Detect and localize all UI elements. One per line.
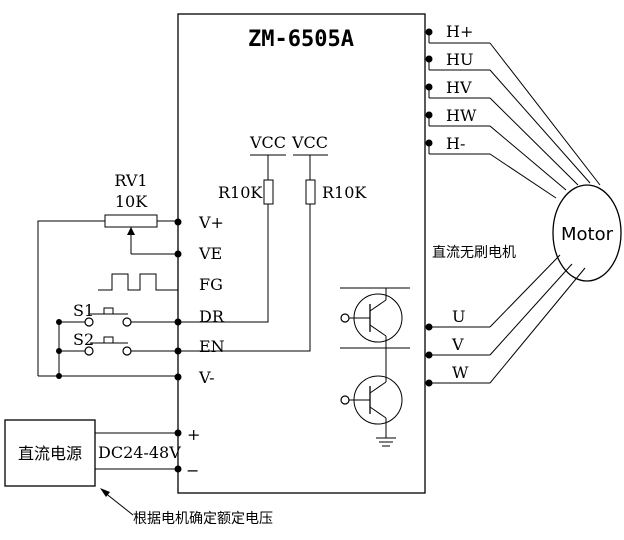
switch-s1: S1 <box>56 301 178 327</box>
fg-waveform <box>98 273 178 291</box>
motor-circle <box>552 184 622 282</box>
motor-label: Motor <box>561 224 614 245</box>
power-supply-box <box>4 419 96 487</box>
vcc-label-2: VCC <box>291 133 328 152</box>
phase-pin-group: U V W <box>425 254 586 387</box>
switch-s2: S2 <box>56 330 178 356</box>
transistor-bottom <box>340 348 403 447</box>
pot-value: 10K <box>115 192 148 211</box>
pin-label-hplus: H+ <box>446 22 473 41</box>
power-supply-voltage: DC24-48V <box>98 443 181 462</box>
resistor-label-2: R10K <box>322 183 367 202</box>
resistor-1 <box>263 179 274 205</box>
resistor-label-1: R10K <box>218 183 263 202</box>
pullup-resistors: VCC VCC R10K R10K <box>180 133 367 352</box>
pin-label-hv: HV <box>446 78 472 97</box>
pin-label-hu: HU <box>446 50 473 69</box>
resistor-2 <box>305 179 316 205</box>
pin-label-dr: DR <box>199 307 225 326</box>
controller-title: ZM-6505A <box>248 27 354 52</box>
pin-label-v: V <box>451 335 464 354</box>
pot-name: RV1 <box>114 171 147 190</box>
hall-pin-group: H+ HU HV HW H- <box>425 22 601 199</box>
vcc-label-1: VCC <box>249 133 286 152</box>
pin-label-plus: + <box>187 425 200 444</box>
pin-label-vplus: V+ <box>198 213 224 232</box>
pin-label-en: EN <box>199 337 225 356</box>
pin-label-minus: − <box>186 461 199 480</box>
switch-label-s1: S1 <box>73 301 94 320</box>
pin-label-hw: HW <box>446 106 477 125</box>
pin-label-fg: FG <box>199 275 223 294</box>
note-label: 根据电机确定额定电压 <box>133 511 273 527</box>
pin-label-w: W <box>452 363 469 382</box>
left-pin-group: V+ VE FG DR EN V- <box>174 213 225 387</box>
power-supply: 直流电源 DC24-48V + − 根据电机确定额定电压 <box>4 419 273 527</box>
pin-label-u: U <box>452 307 465 326</box>
pin-label-hminus: H- <box>446 134 465 153</box>
switch-label-s2: S2 <box>73 330 94 349</box>
transistor-top <box>340 287 410 348</box>
pin-label-vminus: V- <box>198 368 215 387</box>
power-supply-label: 直流电源 <box>18 444 82 463</box>
pin-label-ve: VE <box>198 244 222 263</box>
motor-type-label: 直流无刷电机 <box>432 244 516 261</box>
potentiometer: RV1 10K <box>37 171 178 376</box>
